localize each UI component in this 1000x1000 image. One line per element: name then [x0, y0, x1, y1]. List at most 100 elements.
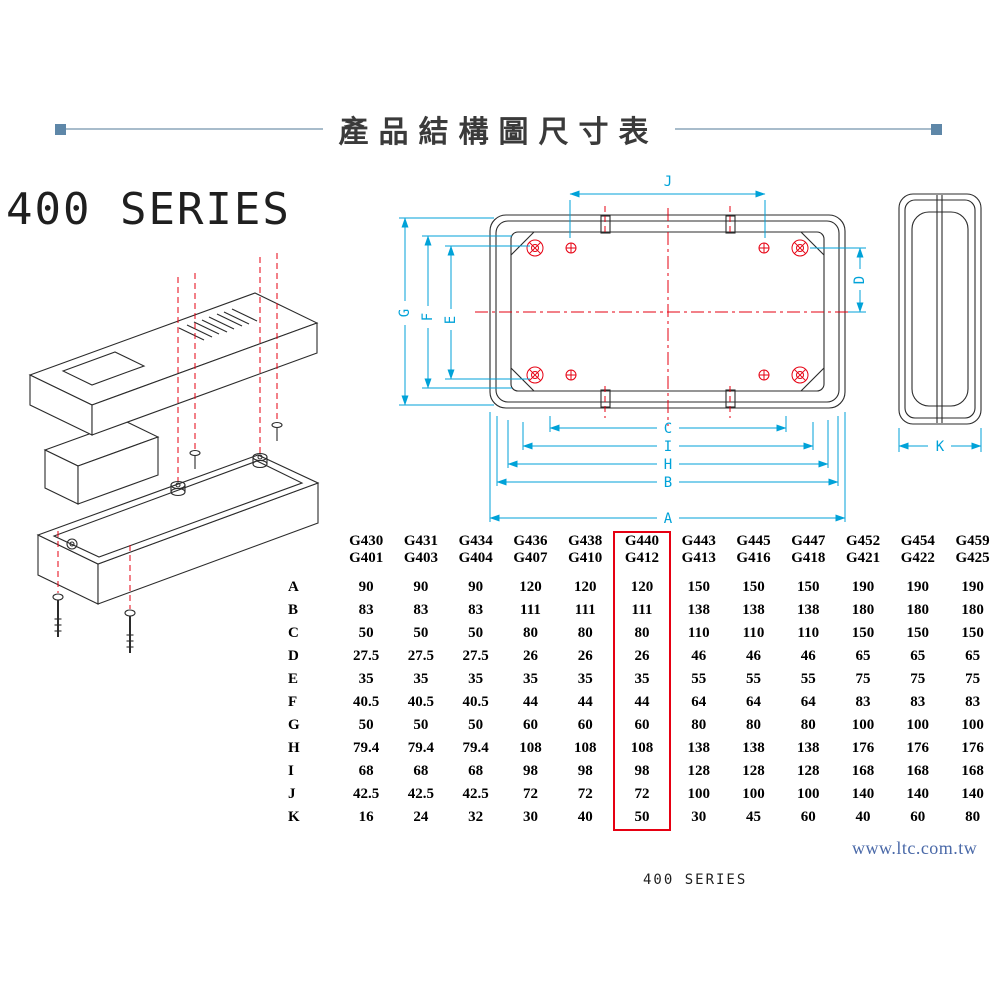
dim-value: 83	[358, 601, 374, 618]
dim-value: 100	[906, 716, 930, 733]
dim-value: 64	[691, 693, 707, 710]
row-label: D	[288, 647, 299, 664]
dim-value: 150	[961, 624, 984, 641]
dim-value: 46	[691, 647, 707, 664]
row-label: F	[288, 693, 298, 710]
dim-label-g: G	[397, 309, 413, 317]
dim-label-k: K	[936, 439, 945, 455]
dim-value: 80	[612, 621, 672, 645]
dimension-c: C	[549, 421, 787, 437]
dim-value: 150	[797, 578, 820, 595]
dim-value: 27.5	[407, 647, 435, 664]
dim-value: 176	[961, 739, 984, 756]
title-rule-right	[674, 128, 931, 130]
dim-value: 26	[577, 647, 593, 664]
dim-value: 50	[468, 624, 484, 641]
dim-value: 42.5	[462, 785, 489, 802]
dim-value: 108	[612, 736, 672, 760]
dimension-i: I	[522, 439, 814, 455]
dim-value: 98	[577, 762, 593, 779]
dim-value: 40.5	[462, 693, 489, 710]
dim-value: 79.4	[353, 739, 380, 756]
side-view-outline	[898, 193, 982, 425]
dim-value: 138	[687, 601, 710, 618]
dim-value: 79.4	[407, 739, 435, 756]
dim-value: 108	[573, 739, 597, 756]
dim-value: 64	[800, 693, 816, 710]
dim-value: 30	[691, 809, 707, 825]
dim-value: 72	[522, 785, 538, 802]
top-cover	[28, 292, 319, 436]
dim-label-a: A	[664, 511, 673, 527]
dim-value: 68	[468, 762, 484, 779]
dim-value: 150	[906, 624, 930, 641]
page-title: 產品結構圖尺寸表	[338, 115, 659, 150]
row-label: B	[288, 601, 299, 618]
dim-value: 120	[573, 578, 597, 595]
assembly-axis-lines	[57, 253, 278, 609]
dim-value: 138	[797, 739, 820, 756]
title-accent-square-left	[55, 123, 66, 135]
dim-label-c: C	[664, 421, 672, 437]
dim-value: 46	[800, 647, 816, 664]
vent-slots	[178, 308, 258, 341]
title-accent-square-right	[931, 123, 942, 135]
dim-value: 55	[746, 670, 761, 687]
dim-value: 180	[961, 601, 984, 618]
dim-value: 44	[577, 693, 593, 710]
dim-value: 75	[965, 670, 981, 687]
dim-value: 27.5	[353, 647, 380, 664]
row-label: A	[288, 578, 299, 595]
dim-value: 35	[413, 670, 429, 687]
title-rule-left	[66, 128, 323, 130]
dim-value: 50	[612, 805, 672, 831]
dim-value: 35	[522, 670, 538, 687]
dim-value: 138	[742, 739, 765, 756]
dim-label-i: I	[664, 439, 672, 455]
dim-value: 90	[358, 578, 374, 595]
dim-value: 138	[742, 601, 765, 618]
dim-value: 98	[522, 762, 538, 779]
dim-value: 83	[910, 693, 926, 710]
dim-label-j: J	[664, 174, 672, 190]
dim-value: 55	[691, 670, 707, 687]
dim-value: 50	[358, 716, 374, 733]
dim-value: 111	[520, 601, 541, 618]
dim-label-e: E	[443, 316, 459, 324]
dim-value: 60	[612, 713, 672, 737]
dim-label-f: F	[420, 313, 436, 321]
dim-value: 16	[358, 809, 374, 825]
dim-value: 35	[358, 670, 374, 687]
dim-value: 176	[851, 739, 875, 756]
dim-value: 111	[612, 598, 672, 622]
exploded-view-drawing	[28, 253, 320, 653]
dimension-d: D	[810, 247, 868, 313]
dim-value: 42.5	[353, 785, 380, 802]
dim-value: 180	[906, 601, 930, 618]
dim-value: 50	[413, 716, 429, 733]
dim-value: 190	[906, 578, 930, 595]
dim-value: 168	[851, 762, 875, 779]
dim-value: 72	[577, 785, 593, 802]
website-link[interactable]: www.ltc.com.tw	[852, 838, 978, 858]
dim-value: 79.4	[462, 739, 489, 756]
plan-view-drawing: J G F E D C	[397, 174, 868, 527]
dim-value: 83	[965, 693, 981, 710]
